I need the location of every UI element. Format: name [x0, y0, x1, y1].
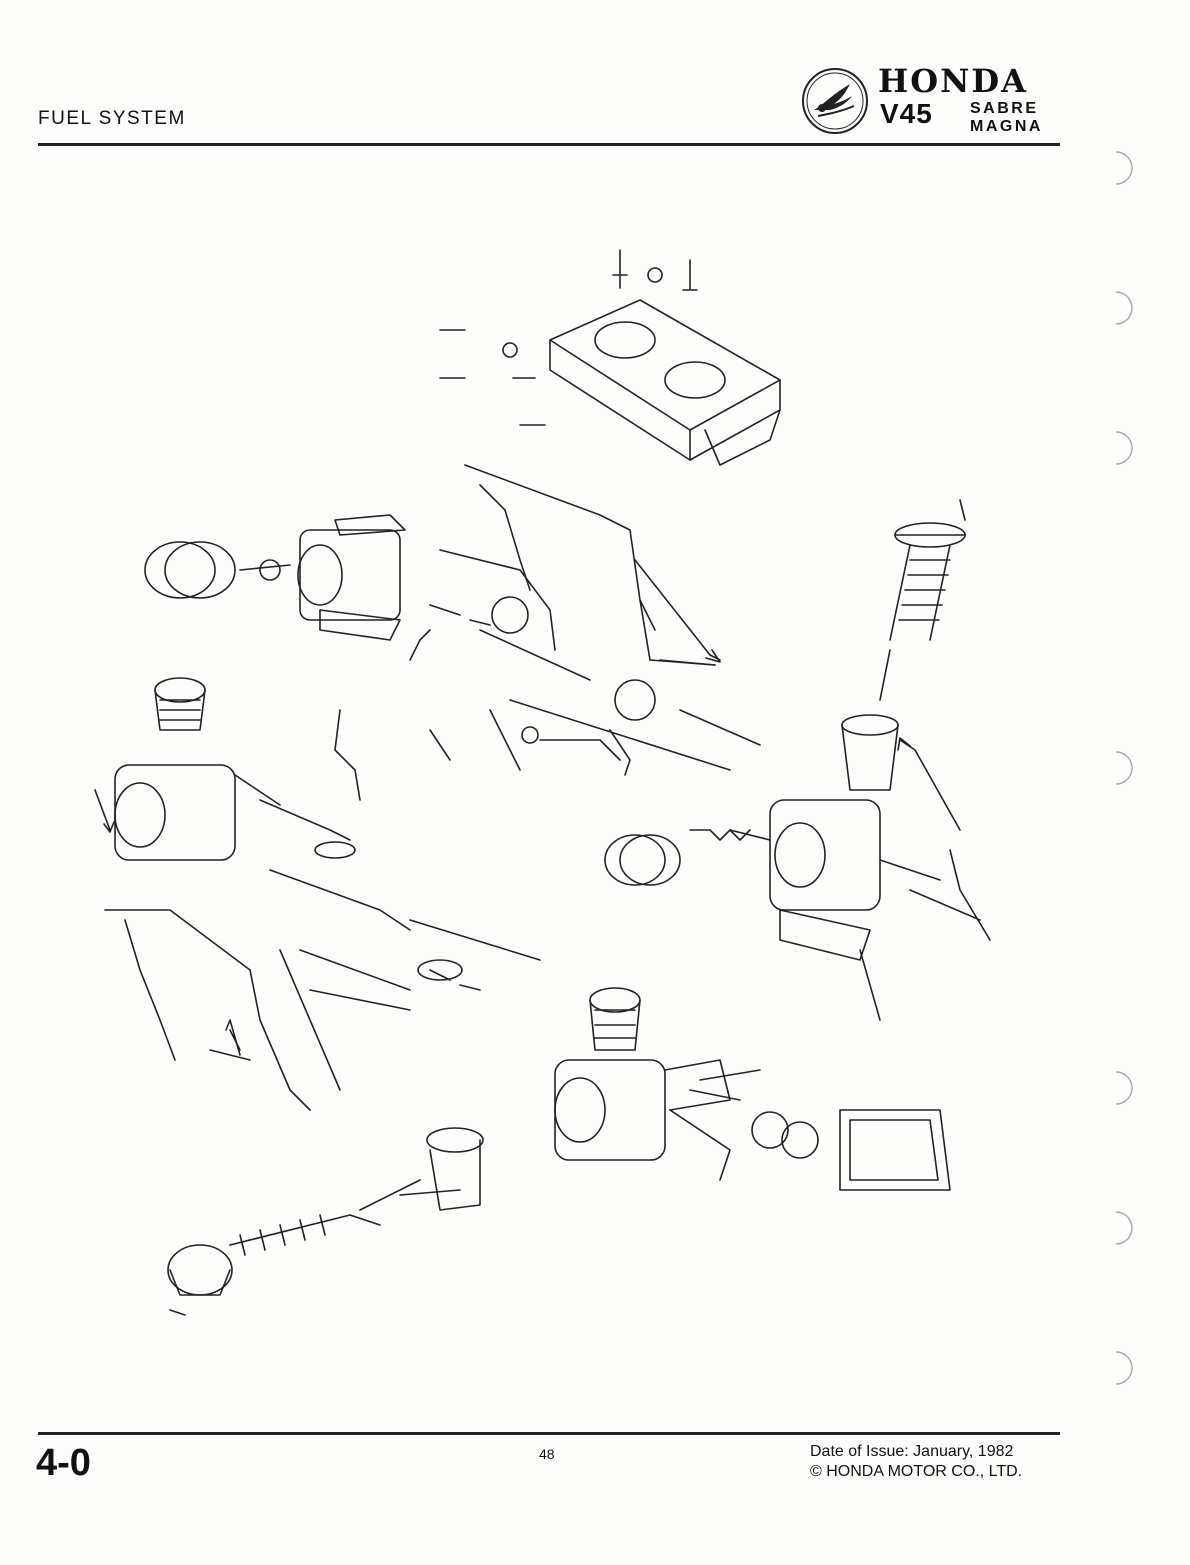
brand-variant-magna: MAGNA	[970, 118, 1043, 135]
throttle-shaft-lower	[269, 869, 541, 1011]
float-and-bowl	[689, 1069, 951, 1191]
binder-hole-icon	[1115, 291, 1133, 325]
binder-hole-icon	[1115, 1351, 1133, 1385]
footer-rule	[38, 1432, 1060, 1435]
carburetor-right	[769, 799, 991, 1021]
honda-wing-logo-icon	[802, 68, 868, 134]
brand-honda: HONDA	[878, 62, 1028, 100]
carburetor-upper-left	[144, 514, 406, 641]
binder-hole-icon	[1115, 1211, 1133, 1245]
carburetor-lower	[554, 987, 731, 1181]
brand-variant-sabre: SABRE	[970, 100, 1039, 117]
air-chamber-screws	[439, 249, 698, 426]
diaphragm-assembly-lower	[167, 1127, 484, 1316]
assembly-arrows	[94, 559, 961, 1056]
diaphragm-assembly-right	[841, 499, 966, 791]
issue-date: Date of Issue: January, 1982	[810, 1443, 1014, 1460]
brand-model: V45	[880, 98, 933, 129]
binder-hole-icon	[1115, 1071, 1133, 1105]
carburetor-left	[114, 677, 356, 861]
main-shaft	[509, 679, 761, 776]
section-number: 4-0	[36, 1442, 91, 1484]
throttle-shaft-upper	[334, 549, 621, 801]
spring-and-jets-middle	[604, 829, 771, 886]
copyright: © HONDA MOTOR CO., LTD.	[810, 1463, 1023, 1480]
carburetor-exploded-view-icon	[94, 249, 991, 1316]
air-chamber	[549, 299, 781, 466]
binder-hole-icon	[1115, 151, 1133, 185]
brand-block: HONDA V45 SABRE MAGNA	[800, 62, 1070, 138]
header-rule	[38, 143, 1060, 146]
section-title: FUEL SYSTEM	[38, 108, 186, 129]
binder-hole-icon	[1115, 751, 1133, 785]
linkage-rod-top	[464, 464, 716, 666]
binder-hole-icon	[1115, 431, 1133, 465]
page-number: 48	[539, 1446, 555, 1462]
linkage-rod-left	[104, 909, 341, 1111]
